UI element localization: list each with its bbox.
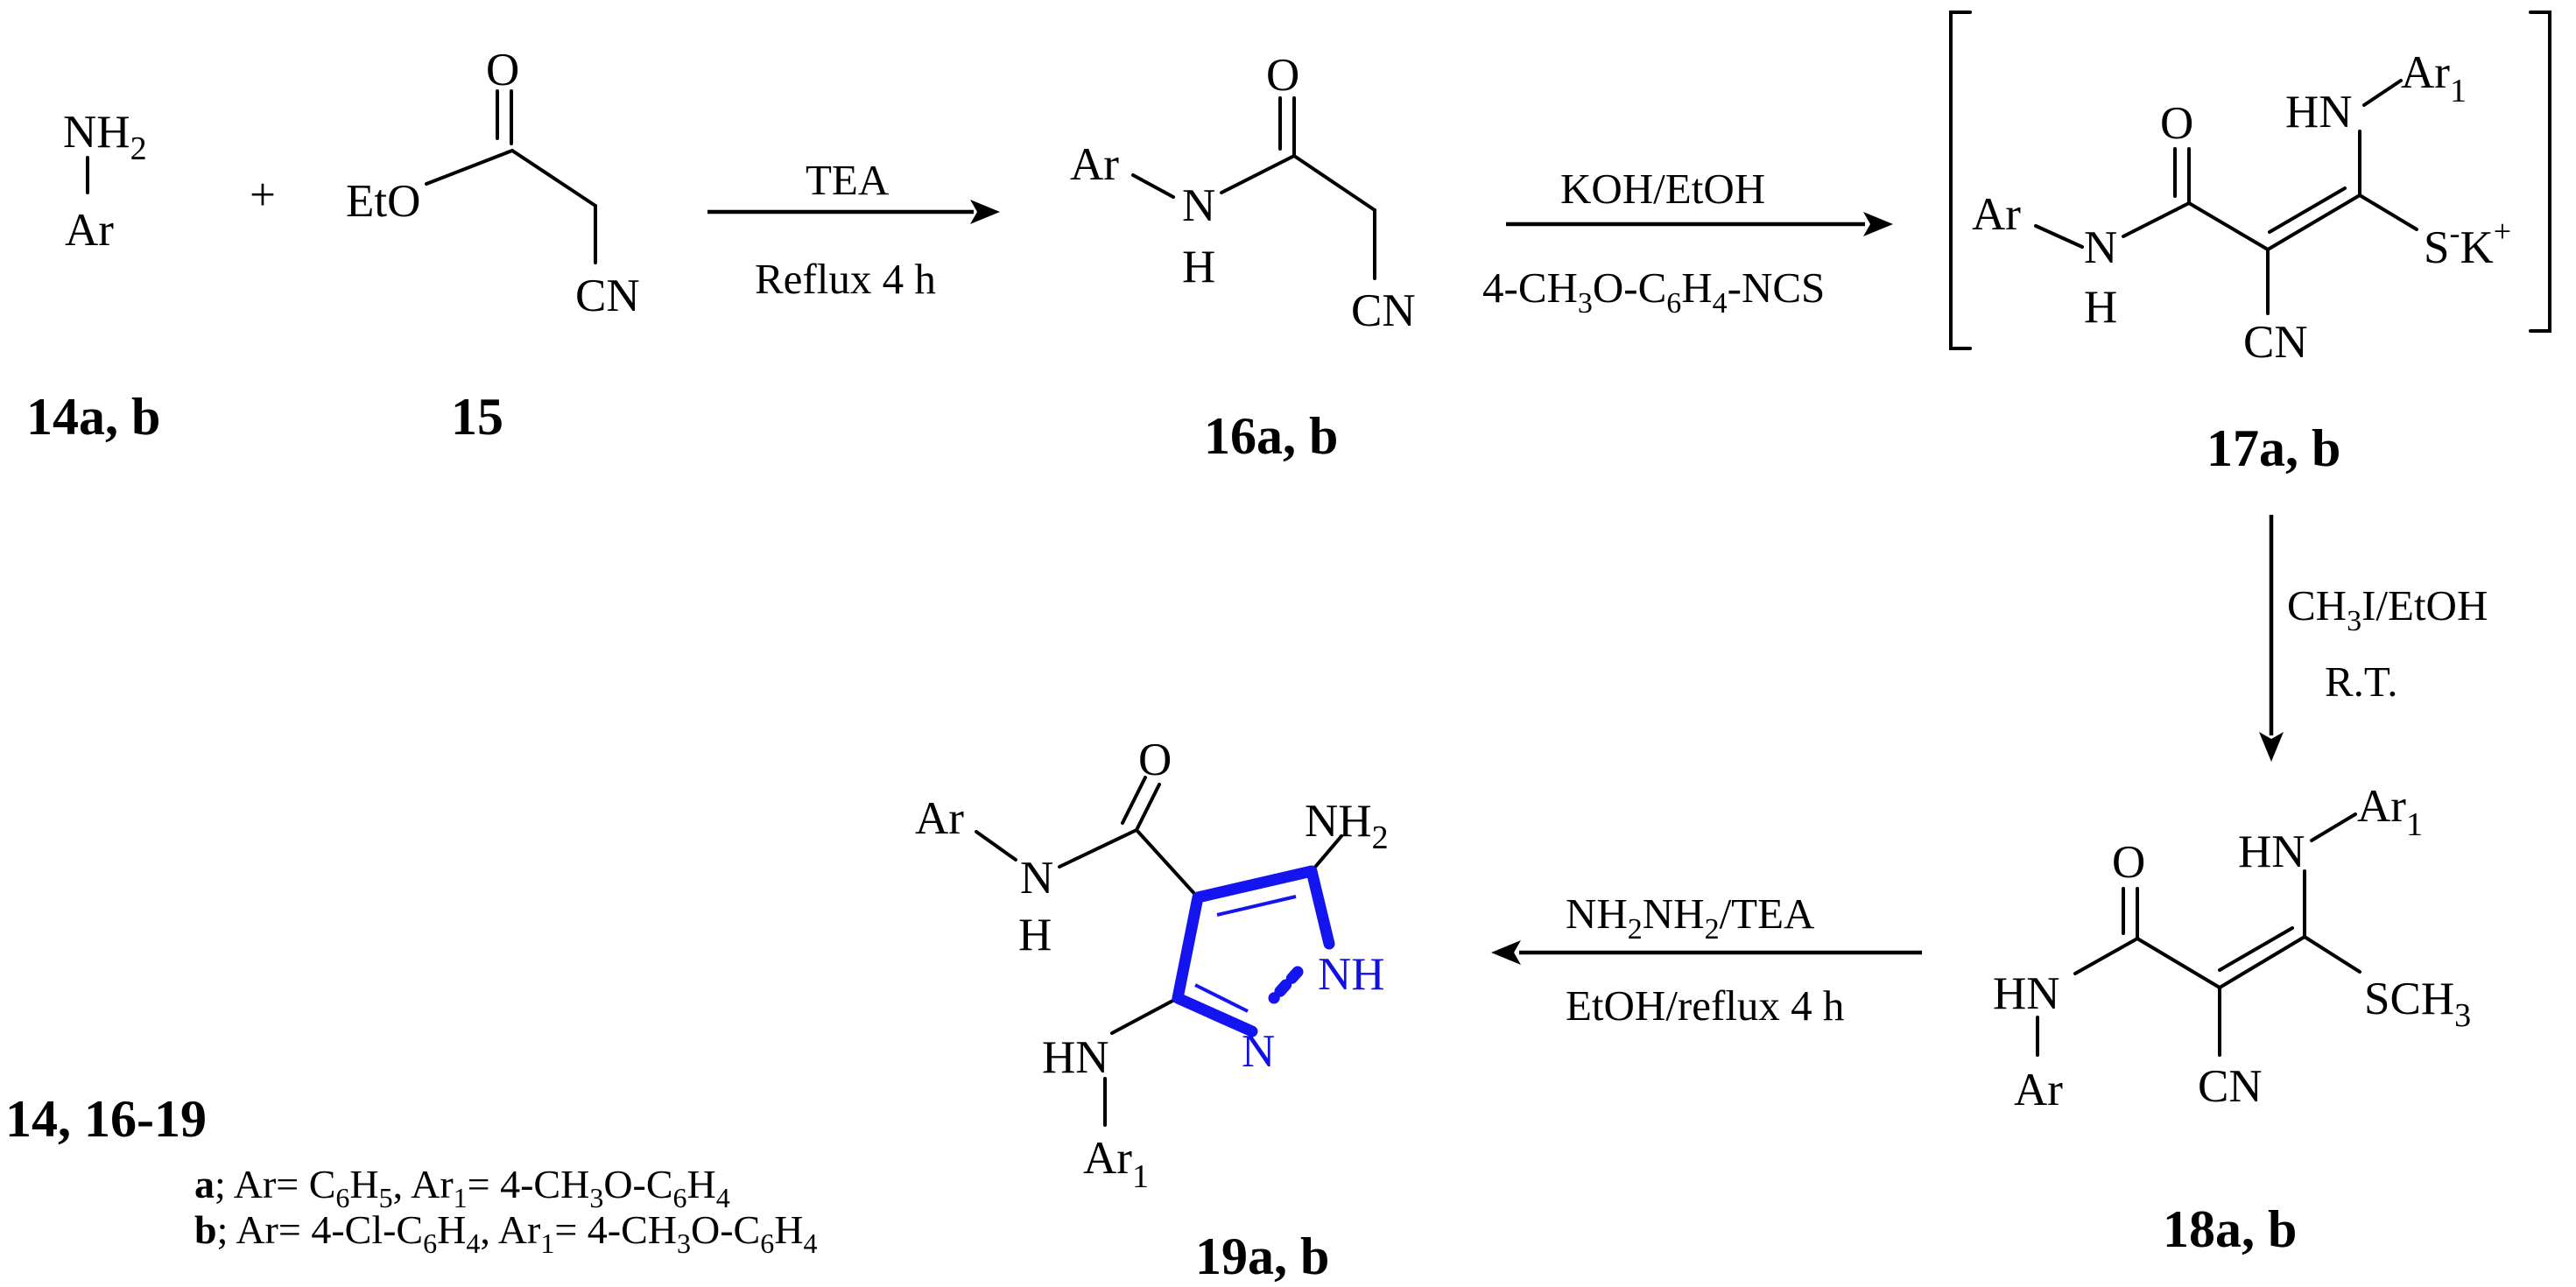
compound-label-19: 19a, b xyxy=(1195,1227,1329,1285)
atom-o: O xyxy=(1138,735,1172,785)
atom-cn: CN xyxy=(575,271,640,321)
atom-cn: CN xyxy=(2198,1061,2263,1112)
atom-h: H xyxy=(1018,910,1052,960)
atom-ring-nh: NH xyxy=(1318,949,1385,1000)
bond xyxy=(2034,224,2084,249)
bond xyxy=(2303,935,2361,974)
bond xyxy=(1131,173,1175,199)
bond xyxy=(2362,79,2403,107)
bond xyxy=(425,149,514,186)
plus-sign: + xyxy=(250,170,276,221)
atom-o: O xyxy=(486,45,519,95)
atom-sch3: SCH3 xyxy=(2364,974,2471,1034)
atom-ring-n: N xyxy=(1242,1026,1275,1077)
atom-o: O xyxy=(2160,98,2193,149)
bond xyxy=(2136,937,2221,989)
reagent-hydrazine: NH2NH2/TEA xyxy=(1566,890,1815,946)
pyrazole-inner-bond xyxy=(1216,895,1297,917)
compound-label-14: 14a, b xyxy=(26,388,160,446)
atom-ar1: Ar1 xyxy=(2401,47,2467,109)
legend-entry-a: a; Ar= C6H5, Ar1= 4-CH3O-C6H4 xyxy=(194,1162,730,1213)
atom-nh2: NH2 xyxy=(1305,796,1389,856)
reagent-mei: CH3I/EtOH xyxy=(2287,581,2488,637)
compound-label-16: 16a, b xyxy=(1204,407,1338,465)
reaction-arrow-3 xyxy=(2259,515,2284,762)
reaction-arrow-4 xyxy=(1491,940,1922,965)
bond xyxy=(2218,926,2294,972)
atom-ar: Ar xyxy=(1972,189,2021,240)
pyrazole-nn-bond xyxy=(1268,966,1304,1004)
atom-ar: Ar xyxy=(2014,1065,2063,1115)
pyrazole-ring: NH N xyxy=(1172,865,1385,1077)
compound-label-15: 15 xyxy=(451,388,503,446)
bond xyxy=(2122,201,2191,238)
condition-etoh-reflux: EtOH/reflux 4 h xyxy=(1566,981,1844,1030)
compound-19-structure: Ar N H O NH2 HN Ar1 NH N xyxy=(915,735,1389,1195)
atom-cn: CN xyxy=(1351,285,1416,336)
compound-15-structure: EtO O CN xyxy=(346,45,640,321)
bond xyxy=(2266,193,2361,251)
atom-hn: HN xyxy=(1993,968,2060,1019)
condition-reflux: Reflux 4 h xyxy=(755,255,936,303)
atom-ar: Ar xyxy=(65,205,114,256)
atom-cn: CN xyxy=(2243,317,2308,368)
atom-ar: Ar xyxy=(915,793,964,844)
bond xyxy=(1220,154,1296,194)
legend-entry-b: b; Ar= 4-Cl-C6H4, Ar1= 4-CH3O-C6H4 xyxy=(194,1207,817,1259)
bond xyxy=(1310,834,1343,873)
atom-n: N xyxy=(1182,180,1215,231)
atom-o: O xyxy=(2112,837,2145,888)
atom-hn: HN xyxy=(2285,87,2353,137)
bond xyxy=(2358,193,2418,231)
bracket-right xyxy=(2529,11,2551,333)
atom-ar: Ar xyxy=(1070,139,1119,190)
reagent-tea: TEA xyxy=(806,156,890,204)
compound-17-structure: Ar N H O CN HN Ar1 S-K+ xyxy=(1949,11,2551,368)
bond xyxy=(2073,937,2139,975)
substituent-legend: 14, 16-19 a; Ar= C6H5, Ar1= 4-CH3O-C6H4 … xyxy=(5,1090,817,1259)
reaction-arrow-1 xyxy=(707,200,1000,224)
bond xyxy=(2187,201,2270,251)
compound-label-17: 17a, b xyxy=(2206,419,2340,477)
pyrazole-ring-bonds xyxy=(1172,865,1335,1037)
atom-eto: EtO xyxy=(346,176,420,227)
compound-14-structure: NH2 Ar xyxy=(63,107,147,256)
bond xyxy=(2218,935,2306,989)
atom-nh2: NH2 xyxy=(63,107,147,167)
reagent-koh: KOH/EtOH xyxy=(1560,165,1765,213)
legend-heading: 14, 16-19 xyxy=(5,1090,207,1148)
atom-hn: HN xyxy=(2238,826,2305,877)
bond xyxy=(975,830,1017,862)
compound-16-structure: Ar N H O CN xyxy=(1070,50,1416,336)
atom-ar1: Ar1 xyxy=(1083,1133,1149,1195)
bracket-left xyxy=(1949,11,1972,350)
bond xyxy=(1292,154,1376,212)
bond xyxy=(1110,996,1179,1035)
atom-n: N xyxy=(1020,853,1053,904)
atom-n: N xyxy=(2084,222,2117,273)
atom-s-k: S-K+ xyxy=(2424,214,2511,273)
bond xyxy=(1121,776,1147,825)
pyrazole-inner-bond xyxy=(1194,983,1249,1013)
bond xyxy=(1058,828,1138,869)
reaction-arrow-2 xyxy=(1506,212,1893,236)
atom-h: H xyxy=(1182,242,1215,292)
reagent-isothiocyanate: 4-CH3O-C6H4-NCS xyxy=(1482,264,1825,320)
compound-18-structure: O HN Ar CN HN Ar1 SCH3 xyxy=(1993,781,2471,1115)
atom-hn: HN xyxy=(1042,1032,1109,1083)
bond xyxy=(2268,186,2347,234)
atom-h: H xyxy=(2084,282,2117,333)
bond xyxy=(510,149,597,207)
bond xyxy=(1135,783,1161,832)
condition-rt: R.T. xyxy=(2325,658,2397,706)
compound-label-18: 18a, b xyxy=(2163,1200,2297,1258)
bond xyxy=(1135,828,1200,899)
atom-o: O xyxy=(1266,50,1299,101)
atom-ar1: Ar1 xyxy=(2357,781,2423,843)
bond xyxy=(2310,812,2357,842)
